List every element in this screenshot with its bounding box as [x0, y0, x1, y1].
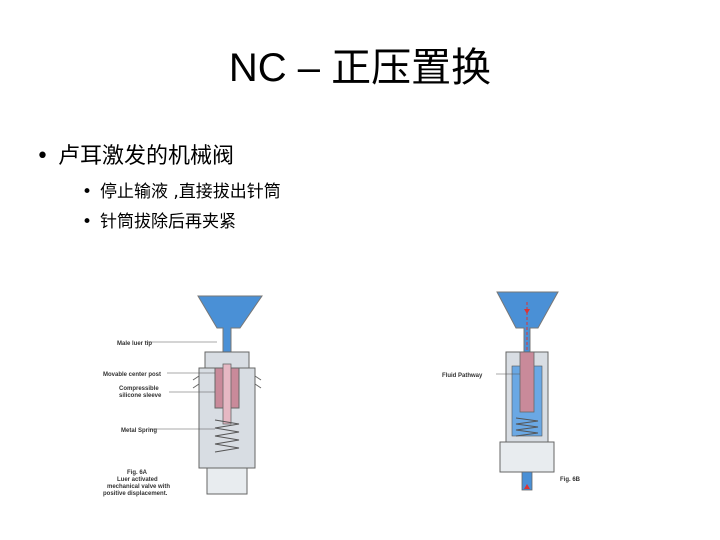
label-compressible: Compressible	[119, 386, 159, 392]
figure-6b: Fluid Pathway Fig. 6B	[442, 291, 581, 491]
label-metal-spring: Metal Spring	[121, 428, 157, 434]
center-post	[519, 351, 535, 413]
caption-a-line-4: positive displacement.	[103, 491, 168, 497]
caption-b: Fig. 6B	[560, 477, 581, 483]
caption-a-line-3: mechanical valve with	[107, 484, 170, 490]
valve-base	[206, 467, 248, 495]
label-fluid-pathway: Fluid Pathway	[442, 373, 483, 379]
leader-lines	[145, 341, 217, 430]
flow-arrows	[524, 309, 530, 489]
valve-base	[499, 441, 555, 473]
label-silicone-sleeve: silicone sleeve	[119, 393, 162, 399]
male-luer-tip-shape	[197, 295, 263, 355]
bullet-main-text: 卢耳激发的机械阀	[58, 144, 235, 169]
caption-a-line-1: Fig. 6A	[127, 470, 148, 476]
slide-title: NC – 正压置换	[228, 46, 492, 90]
bullet-dot: •	[82, 182, 93, 202]
sub-bullet-2-text: 针筒拔除后再夹紧	[100, 212, 236, 232]
post-stem	[222, 363, 232, 425]
metal-spring	[515, 417, 539, 437]
outlet-tube	[521, 471, 533, 491]
thread-lines	[192, 375, 262, 389]
bullet-dot: •	[36, 144, 49, 169]
sub-bullet-1-text: 停止输液 ,直接拔出针筒	[100, 182, 281, 202]
label-movable-center-post: Movable center post	[103, 372, 161, 378]
metal-spring	[214, 419, 240, 453]
bullet-dot: •	[82, 212, 93, 232]
sub-bullet-2: • 针筒拔除后再夹紧	[82, 210, 236, 234]
caption-a-line-2: Luer activated	[117, 477, 158, 483]
sub-bullet-1: • 停止输液 ,直接拔出针筒	[82, 180, 281, 204]
figure-6a: Male luer tip Movable center post Compre…	[103, 295, 263, 497]
label-male-luer-tip: Male luer tip	[117, 341, 152, 347]
bullet-main: • 卢耳激发的机械阀	[36, 142, 234, 172]
